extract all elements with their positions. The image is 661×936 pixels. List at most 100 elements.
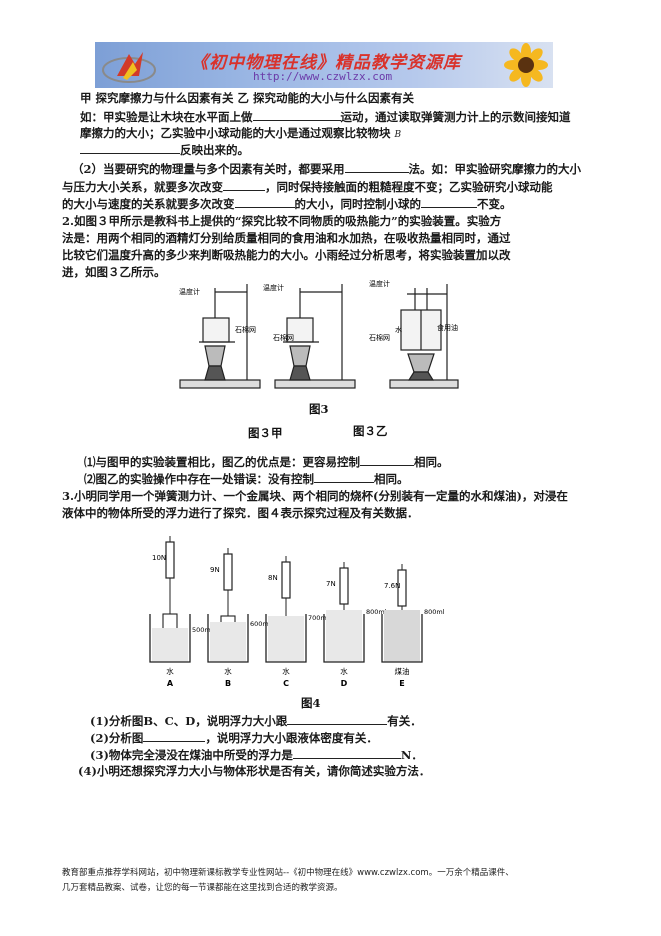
site-banner: 《初中物理在线》精品教学资源库 http://www.czwlzx.com (95, 42, 553, 88)
text-segment: ⑴与图甲的实验装置相比，图乙的优点是：更容易控制 (84, 455, 360, 469)
figure-3a-caption: 图３甲 (248, 426, 283, 440)
force-reading: 10N (152, 554, 166, 562)
beaker (265, 614, 307, 663)
text-segment: 不变。 (477, 197, 512, 211)
beaker-letter: E (399, 679, 404, 688)
text-segment: 相同。 (414, 455, 449, 469)
beaker (149, 614, 191, 663)
liquid (210, 622, 246, 662)
text-segment: (3)物体完全浸没在煤油中所受的浮力是 (90, 748, 293, 762)
text-segment: 与压力大小关系，就要多次改变 (62, 180, 223, 194)
question-3-sub-2: (2)分析图 ，说明浮力大小跟液体密度有关． (90, 730, 378, 746)
text-line: 如：甲实验是让木块在水平面上做 运动，通过读取弹簧测力计上的示数间接知道 (80, 109, 571, 125)
force-reading: 7N (326, 580, 336, 588)
sunflower-icon (504, 43, 548, 87)
answer-blank[interactable] (314, 471, 374, 483)
answer-blank[interactable] (80, 142, 180, 154)
thermometer-label: 温度计 (263, 283, 284, 292)
force-reading: 7.6N (384, 582, 400, 590)
figure-3-apparatus: 温度计 温度计 石棉网 石棉网 温度计 石棉网 水 食用油 (179, 280, 459, 389)
text-line: 摩擦力的大小；乙实验中小球动能的大小是通过观察比较物块 B (80, 126, 401, 143)
footer-line: 几万套精品教案、试卷，让您的每一节课都能在这里找到合适的教学资源。 (62, 883, 343, 893)
text-segment: 的大小与速度的关系就要多次改变 (62, 197, 235, 211)
beaker (381, 614, 423, 663)
beaker (323, 614, 365, 663)
text-line: 的大小与速度的关系就要多次改变 的大小，同时控制小球的 不变。 (62, 196, 512, 212)
spring-scale (281, 561, 291, 599)
text-segment: 的大小，同时控制小球的 (294, 197, 422, 211)
answer-blank[interactable] (421, 196, 477, 208)
gauze-label: 石棉网 (369, 333, 390, 342)
liquid (384, 610, 420, 662)
text-segment: ，说明浮力大小跟液体密度有关． (205, 731, 378, 745)
spring-scale (165, 541, 175, 579)
text-segment: (1)分析图B、C、D，说明浮力大小跟 (90, 714, 288, 728)
answer-blank[interactable] (234, 196, 295, 208)
liquid-label: 水 (282, 666, 290, 676)
text-segment: ⑵图乙的实验操作中存在一处错误：没有控制 (84, 472, 314, 486)
experiment-line: 甲 探究摩擦力与什么因素有关 乙 探究动能的大小与什么因素有关 (80, 91, 415, 105)
question-2-text: 法是：用两个相同的酒精灯分别给质量相同的食用油和水加热，在吸收热量相同时，通过 (62, 231, 511, 245)
site-logo (102, 52, 156, 83)
liquid (152, 628, 188, 662)
question-3-sub-1: (1)分析图B、C、D，说明浮力大小跟 有关． (90, 713, 422, 729)
beaker-letter: D (341, 679, 348, 688)
volume-label: 700ml (308, 614, 329, 622)
volume-label: 600ml (250, 620, 271, 628)
answer-blank[interactable] (143, 730, 206, 742)
text-segment: 如：甲实验是让木块在水平面上做 (80, 110, 253, 124)
gauze-label: 石棉网 (273, 333, 294, 342)
liquid-label: 水 (166, 666, 174, 676)
force-reading: 8N (268, 574, 278, 582)
text-segment: (2)分析图 (90, 731, 144, 745)
text-segment: 有关． (387, 714, 422, 728)
object-label: B (394, 130, 402, 140)
answer-blank[interactable] (360, 454, 414, 466)
beaker-letter: C (283, 679, 289, 688)
question-2-text: 2.如图３甲所示是教科书上提供的“探究比较不同物质的吸热能力”的实验装置。实验方 (62, 214, 502, 228)
answer-blank[interactable] (223, 179, 265, 191)
thermometer-label: 温度计 (179, 287, 200, 296)
liquid (268, 616, 304, 662)
volume-label: 500ml (192, 626, 213, 634)
text-segment: 摩擦力的大小；乙实验中小球动能的大小是通过观察比较物块 (80, 126, 391, 140)
answer-blank[interactable] (287, 713, 388, 725)
answer-blank[interactable] (344, 161, 409, 173)
volume-label: 800ml (366, 608, 387, 616)
question-2-sub-2: ⑵图乙的实验操作中存在一处错误：没有控制相同。 (84, 471, 409, 487)
figure-3b-caption: 图３乙 (353, 424, 388, 438)
question-2-sub-1: ⑴与图甲的实验装置相比，图乙的优点是：更容易控制 相同。 (84, 454, 449, 470)
beaker-letter: B (225, 679, 231, 688)
spring-scale (223, 553, 233, 591)
liquid-label: 水 (340, 666, 348, 676)
force-reading: 9N (210, 566, 220, 574)
question-3-text: 3.小明同学用一个弹簧测力计、一个金属块、两个相同的烧杯(分别装有一定量的水和煤… (62, 489, 568, 503)
text-line: 与压力大小关系，就要多次改变 ，同时保持接触面的粗糙程度不变；乙实验研究小球动能 (62, 179, 553, 195)
answer-blank[interactable] (252, 109, 341, 121)
liquid-label: 煤油 (395, 666, 410, 676)
text-segment: ，同时保持接触面的粗糙程度不变；乙实验研究小球动能 (265, 180, 553, 194)
figure-4-caption: 图4 (301, 696, 321, 710)
beaker-letter: A (167, 679, 174, 688)
spring-scale (339, 567, 349, 605)
question-2-text: 比较它们温度升高的多少来判断吸热能力的大小。小雨经过分析思考，将实验装置加以改 (62, 248, 511, 262)
text-line: 反映出来的。 (80, 142, 249, 158)
thermometer-label: 温度计 (369, 280, 390, 288)
figure-3-caption: 图3 (309, 402, 329, 416)
oil-label: 食用油 (437, 323, 458, 332)
question-3-text: 液体中的物体所受的浮力进行了探究．图４表示探究过程及有关数据． (62, 506, 419, 520)
text-segment: （2）当要研究的物理量与多个因素有关时，都要采用 (72, 162, 345, 176)
text-segment: 法。如：甲实验研究摩擦力的大小 (408, 162, 582, 176)
liquid-label: 水 (224, 666, 232, 676)
figure-4-buoyancy: 10N500ml水A9N600ml水B8N700ml水C7N800ml水D7.6… (149, 536, 445, 688)
banner-title: 《初中物理在线》精品教学资源库 (191, 53, 461, 73)
banner-url[interactable]: http://www.czwlzx.com (253, 70, 393, 83)
liquid (326, 610, 362, 662)
stand-base (179, 379, 261, 389)
text-segment: 反映出来的。 (180, 143, 249, 157)
text-segment: 运动，通过读取弹簧测力计上的示数间接知道 (340, 110, 571, 124)
question-3-sub-3: (3)物体完全浸没在煤油中所受的浮力是 N． (90, 747, 423, 763)
text-segment: N． (400, 748, 423, 762)
water-label: 水 (395, 325, 402, 334)
answer-blank[interactable] (292, 747, 401, 759)
